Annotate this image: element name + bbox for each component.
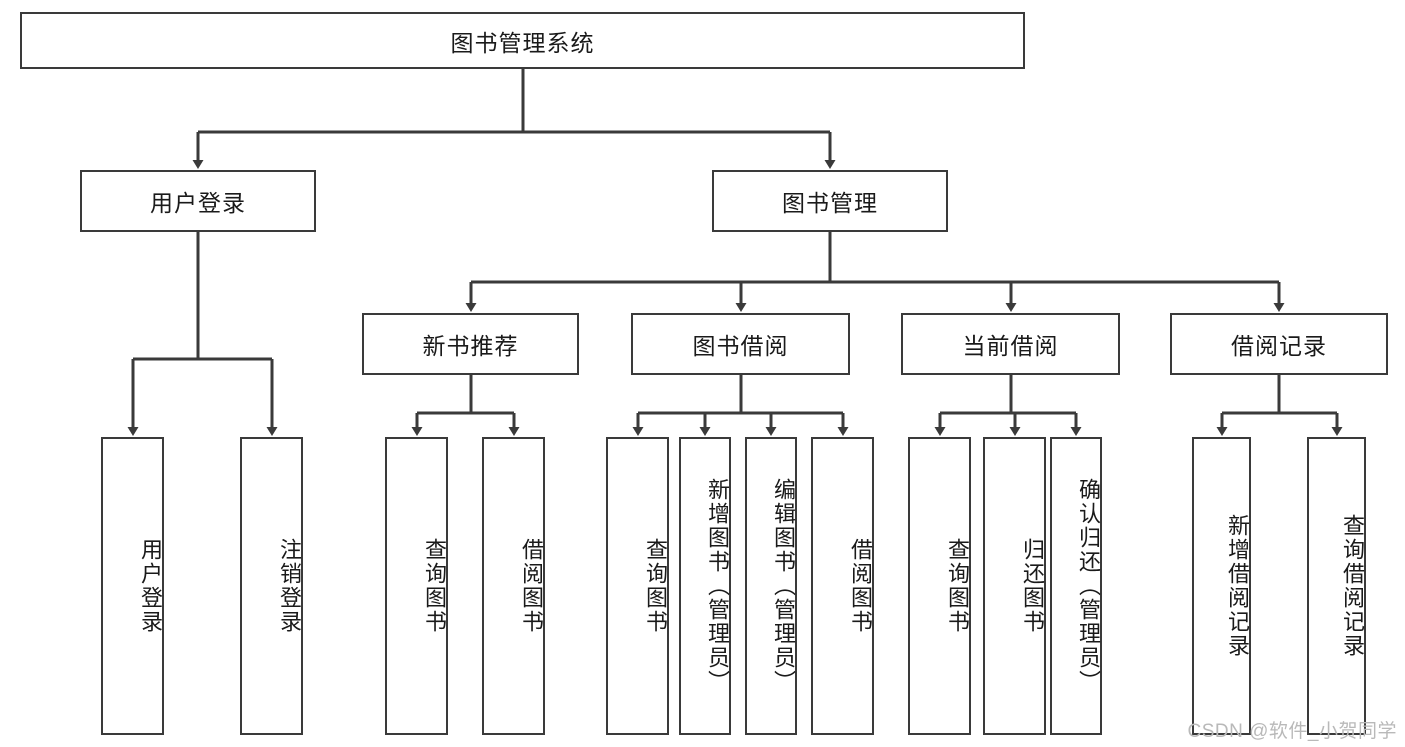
leaf-leaf-query-book-2[interactable]: 查询图书 — [606, 437, 669, 735]
node-label: 当前借阅 — [962, 333, 1059, 359]
node-current-borrow[interactable]: 当前借阅 — [901, 313, 1120, 375]
node-label: 新书推荐 — [422, 333, 519, 359]
node-label: 新增图书（管理员） — [705, 478, 730, 694]
leaf-leaf-add-book[interactable]: 新增图书（管理员） — [679, 437, 731, 735]
node-label: 借阅图书 — [848, 538, 873, 634]
leaf-leaf-edit-book[interactable]: 编辑图书（管理员） — [745, 437, 797, 735]
node-label: 注销登录 — [277, 538, 302, 634]
node-label: 查询借阅记录 — [1340, 514, 1365, 658]
node-label: 图书管理系统 — [450, 29, 595, 56]
node-label: 图书管理 — [782, 190, 878, 216]
node-root[interactable]: 图书管理系统 — [20, 12, 1025, 69]
node-label: 借阅图书 — [519, 538, 544, 634]
node-label: 用户登录 — [150, 190, 246, 216]
node-label: 借阅记录 — [1231, 333, 1327, 359]
node-borrow-record[interactable]: 借阅记录 — [1170, 313, 1388, 375]
node-label: 查询图书 — [643, 538, 668, 634]
node-label: 图书借阅 — [692, 333, 789, 359]
node-label: 确认归还（管理员） — [1076, 478, 1101, 694]
leaf-leaf-user-login[interactable]: 用户登录 — [101, 437, 164, 735]
node-label: 归还图书 — [1020, 538, 1045, 634]
node-label: 用户登录 — [138, 538, 163, 634]
leaf-leaf-query-book-3[interactable]: 查询图书 — [908, 437, 971, 735]
watermark-text: CSDN @软件_小贺同学 — [1187, 721, 1397, 742]
node-user-login[interactable]: 用户登录 — [80, 170, 316, 232]
leaf-leaf-query-book-1[interactable]: 查询图书 — [385, 437, 448, 735]
leaf-leaf-borrow-book-2[interactable]: 借阅图书 — [811, 437, 874, 735]
node-label: 编辑图书（管理员） — [771, 478, 796, 694]
node-book-manage[interactable]: 图书管理 — [712, 170, 948, 232]
leaf-leaf-logout[interactable]: 注销登录 — [240, 437, 303, 735]
node-new-book-rec[interactable]: 新书推荐 — [362, 313, 579, 375]
node-label: 查询图书 — [422, 538, 447, 634]
leaf-leaf-query-record[interactable]: 查询借阅记录 — [1307, 437, 1366, 735]
node-book-borrow[interactable]: 图书借阅 — [631, 313, 850, 375]
leaf-leaf-return-book[interactable]: 归还图书 — [983, 437, 1046, 735]
leaf-leaf-add-record[interactable]: 新增借阅记录 — [1192, 437, 1251, 735]
node-label: 新增借阅记录 — [1225, 514, 1250, 658]
node-label: 查询图书 — [945, 538, 970, 634]
leaf-leaf-borrow-book-1[interactable]: 借阅图书 — [482, 437, 545, 735]
leaf-leaf-confirm-return[interactable]: 确认归还（管理员） — [1050, 437, 1102, 735]
